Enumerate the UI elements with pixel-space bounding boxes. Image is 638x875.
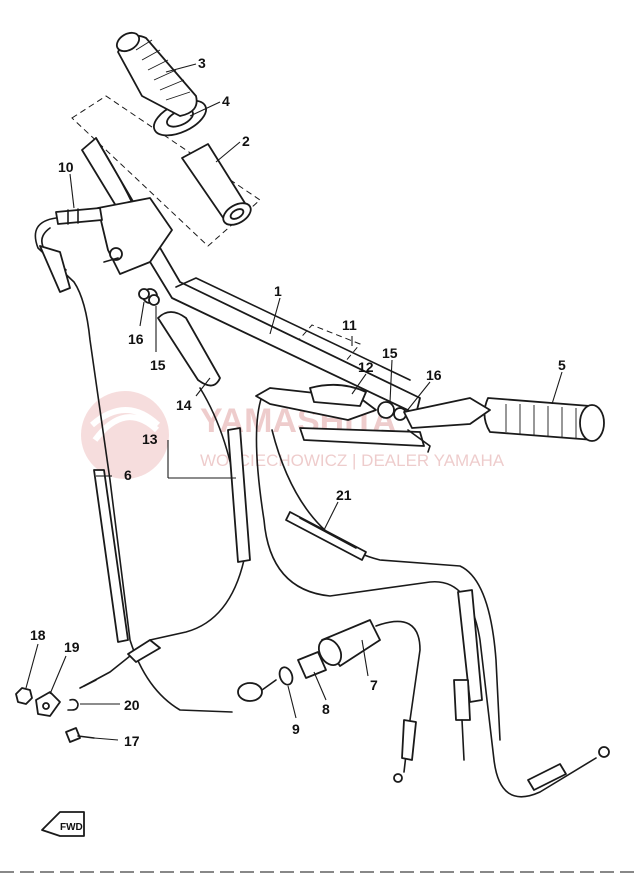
clutch-lever-holder [79, 311, 251, 689]
watermark-subtitle: WOJCIECHOWICZ | DEALER YAMAHA [200, 451, 505, 470]
callout-15-right: 15 [382, 345, 398, 361]
callout-16-left: 16 [128, 331, 144, 347]
right-grip [483, 397, 605, 442]
left-grip [115, 31, 198, 117]
brake-cable [255, 395, 610, 798]
watermark-logo-icon [81, 391, 169, 479]
callout-13: 13 [142, 431, 158, 447]
callout-18: 18 [30, 627, 46, 643]
callout-16-right: 16 [426, 367, 442, 383]
locknut-left [138, 288, 160, 306]
callout-17: 17 [124, 733, 140, 749]
throttle-housing [317, 619, 421, 783]
cotter-pin [67, 698, 79, 711]
cable-adjuster-left [55, 207, 103, 225]
callout-4: 4 [222, 93, 230, 109]
callout-5: 5 [558, 357, 566, 373]
callout-8: 8 [322, 701, 330, 717]
lever-group-bracket [295, 324, 361, 363]
callout-14: 14 [176, 397, 192, 413]
adjuster-nut [297, 651, 327, 679]
bolt-part [65, 727, 95, 743]
callout-3: 3 [198, 55, 206, 71]
left-lever-holder [97, 197, 173, 304]
cable-end-junction [237, 679, 277, 702]
forward-direction-arrow-icon: FWD [41, 811, 85, 837]
throttle-sleeve [181, 143, 252, 226]
right-lever-assembly [255, 383, 491, 453]
callout-11: 11 [342, 317, 357, 333]
callout-6: 6 [124, 467, 132, 483]
callout-2: 2 [242, 133, 250, 149]
front-brake-cable [271, 429, 501, 761]
callout-10: 10 [58, 159, 74, 175]
callout-21: 21 [336, 487, 352, 503]
nut-part [15, 687, 33, 705]
callout-9: 9 [292, 721, 300, 737]
leader-lines [25, 63, 563, 741]
callout-19: 19 [64, 639, 80, 655]
callout-1: 1 [274, 283, 282, 299]
o-ring [278, 666, 294, 686]
callout-numbers: 3 4 2 5 10 1 11 12 15 16 16 15 14 13 6 2… [30, 55, 566, 749]
throttle-cable-left [34, 217, 233, 713]
holder-bracket [35, 691, 61, 717]
callout-15-left: 15 [150, 357, 166, 373]
callout-7: 7 [370, 677, 378, 693]
callout-12: 12 [358, 359, 374, 375]
fwd-label: FWD [60, 822, 83, 833]
callout-20: 20 [124, 697, 140, 713]
cable-tie [285, 511, 367, 561]
